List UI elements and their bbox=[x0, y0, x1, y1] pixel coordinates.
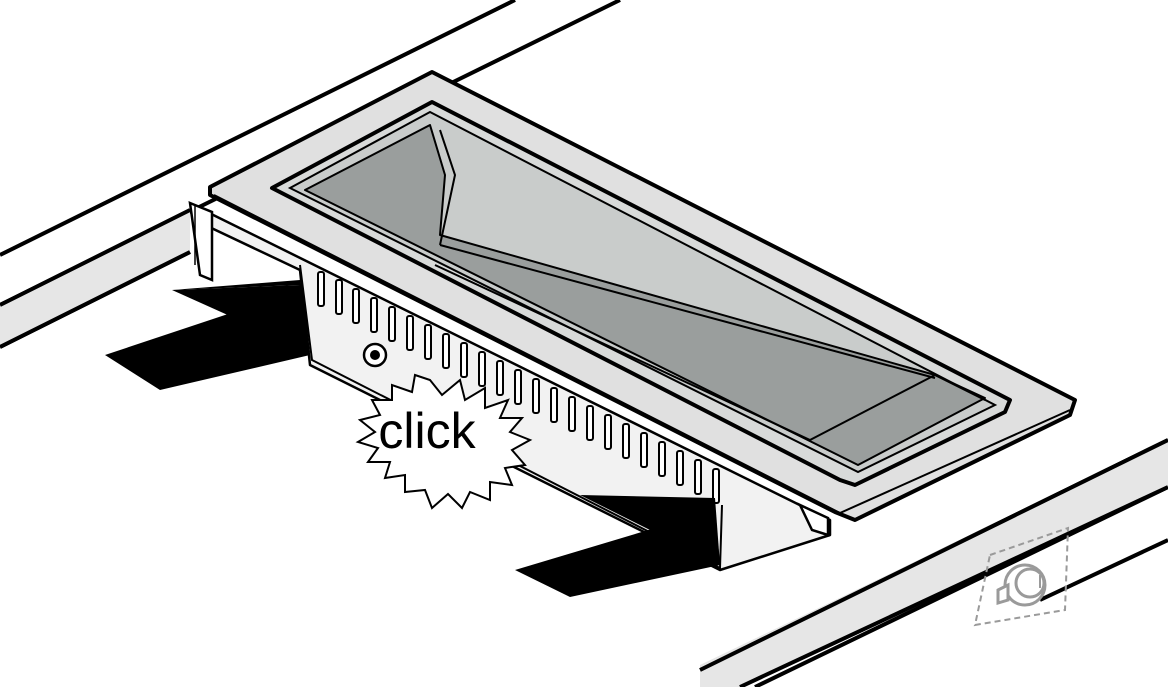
click-label: click bbox=[378, 403, 476, 459]
push-arrow-right bbox=[515, 495, 720, 597]
vent-slots bbox=[317, 271, 720, 504]
counter-edge-band bbox=[0, 210, 190, 347]
basin bbox=[270, 100, 1012, 487]
control-knob-icon bbox=[973, 526, 1070, 627]
counter-edge-band-front bbox=[700, 440, 1168, 687]
screw-icon bbox=[362, 342, 388, 368]
click-burst-icon: click bbox=[355, 373, 533, 510]
push-arrow-left bbox=[105, 280, 310, 390]
